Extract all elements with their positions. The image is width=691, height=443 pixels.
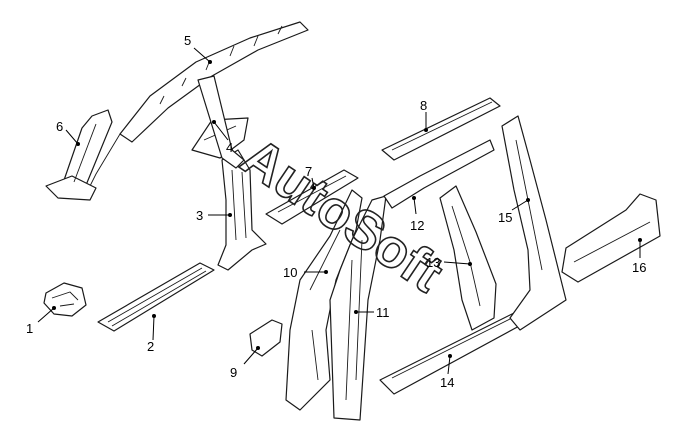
callout-7: 7 xyxy=(305,164,316,190)
callout-12: 12 xyxy=(410,196,424,233)
part-9-bracket xyxy=(249,319,283,357)
part-8-roof-bow xyxy=(381,97,501,161)
callout-label-9: 9 xyxy=(230,365,237,380)
part-3-pillar xyxy=(217,149,267,271)
callout-label-10: 10 xyxy=(283,265,297,280)
part-14-side-sill xyxy=(379,309,535,395)
part-11-center-pillar xyxy=(329,195,387,421)
part-2-sill-strip xyxy=(97,262,215,332)
callout-label-14: 14 xyxy=(440,375,454,390)
callout-6: 6 xyxy=(56,119,80,146)
callout-14: 14 xyxy=(440,354,454,390)
callout-1: 1 xyxy=(26,306,56,336)
callout-label-12: 12 xyxy=(410,218,424,233)
part-6-a-pillar xyxy=(45,109,113,201)
callout-3: 3 xyxy=(196,208,232,223)
callout-4: 4 xyxy=(212,120,233,155)
callout-15: 15 xyxy=(498,198,530,225)
callout-label-2: 2 xyxy=(147,339,154,354)
callouts: 1 2 3 4 5 6 7 8 xyxy=(26,33,646,390)
callout-label-15: 15 xyxy=(498,210,512,225)
callout-16: 16 xyxy=(632,238,646,275)
callout-8: 8 xyxy=(420,98,428,132)
callout-5: 5 xyxy=(184,33,212,64)
part-5-roof-rail xyxy=(87,21,309,191)
callout-label-6: 6 xyxy=(56,119,63,134)
callout-label-11: 11 xyxy=(376,305,390,320)
part-12-roof-side-rail xyxy=(383,139,495,209)
callout-13: 13 xyxy=(426,255,472,270)
callout-label-3: 3 xyxy=(196,208,203,223)
callout-11: 11 xyxy=(354,305,390,320)
callout-10: 10 xyxy=(283,265,328,280)
callout-label-7: 7 xyxy=(305,164,312,179)
callout-2: 2 xyxy=(147,314,156,354)
part-15-c-pillar xyxy=(501,115,567,331)
callout-9: 9 xyxy=(230,346,260,380)
callout-label-16: 16 xyxy=(632,260,646,275)
callout-label-1: 1 xyxy=(26,321,33,336)
callout-label-13: 13 xyxy=(426,255,440,270)
part-7-crossmember xyxy=(265,169,359,225)
callout-label-8: 8 xyxy=(420,98,427,113)
callout-label-4: 4 xyxy=(226,140,233,155)
part-16-rear-sill xyxy=(561,193,661,283)
callout-label-5: 5 xyxy=(184,33,191,48)
